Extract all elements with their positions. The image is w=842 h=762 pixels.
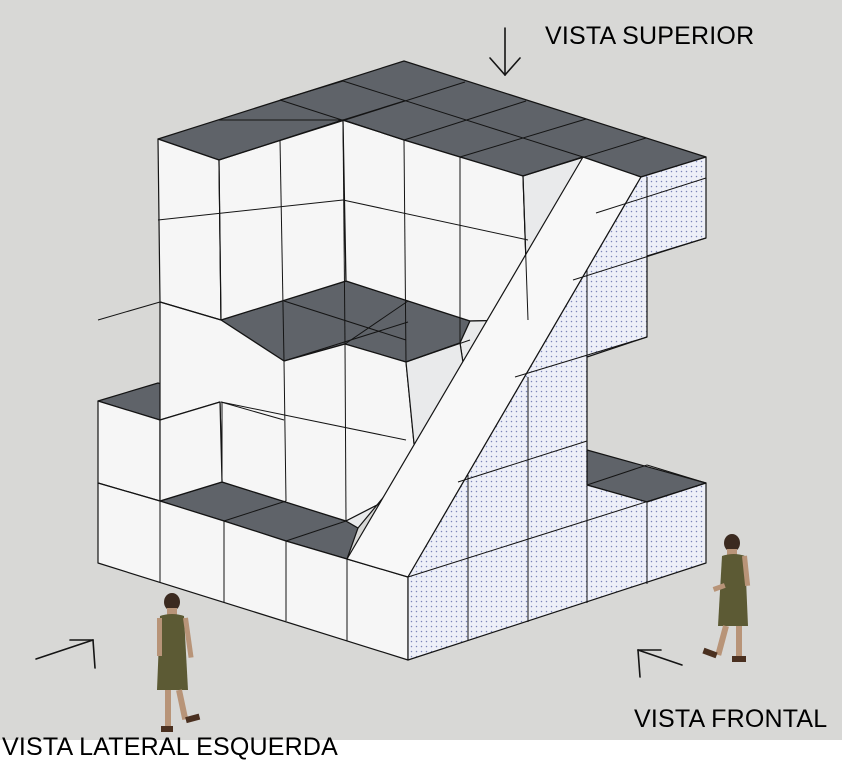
arrow-down-icon [489, 27, 521, 76]
label-left-view: VISTA LATERAL ESQUERDA [2, 733, 338, 761]
white-faces [97, 119, 529, 661]
label-top-view: VISTA SUPERIOR [545, 22, 755, 50]
arrow-left-view-icon [35, 639, 96, 669]
arrow-front-view-icon [637, 649, 683, 678]
upper-front-block [157, 138, 222, 321]
person-left [157, 593, 201, 732]
person-right [702, 534, 751, 662]
grid-lines [97, 80, 707, 641]
label-front-view: VISTA FRONTAL [634, 705, 828, 733]
